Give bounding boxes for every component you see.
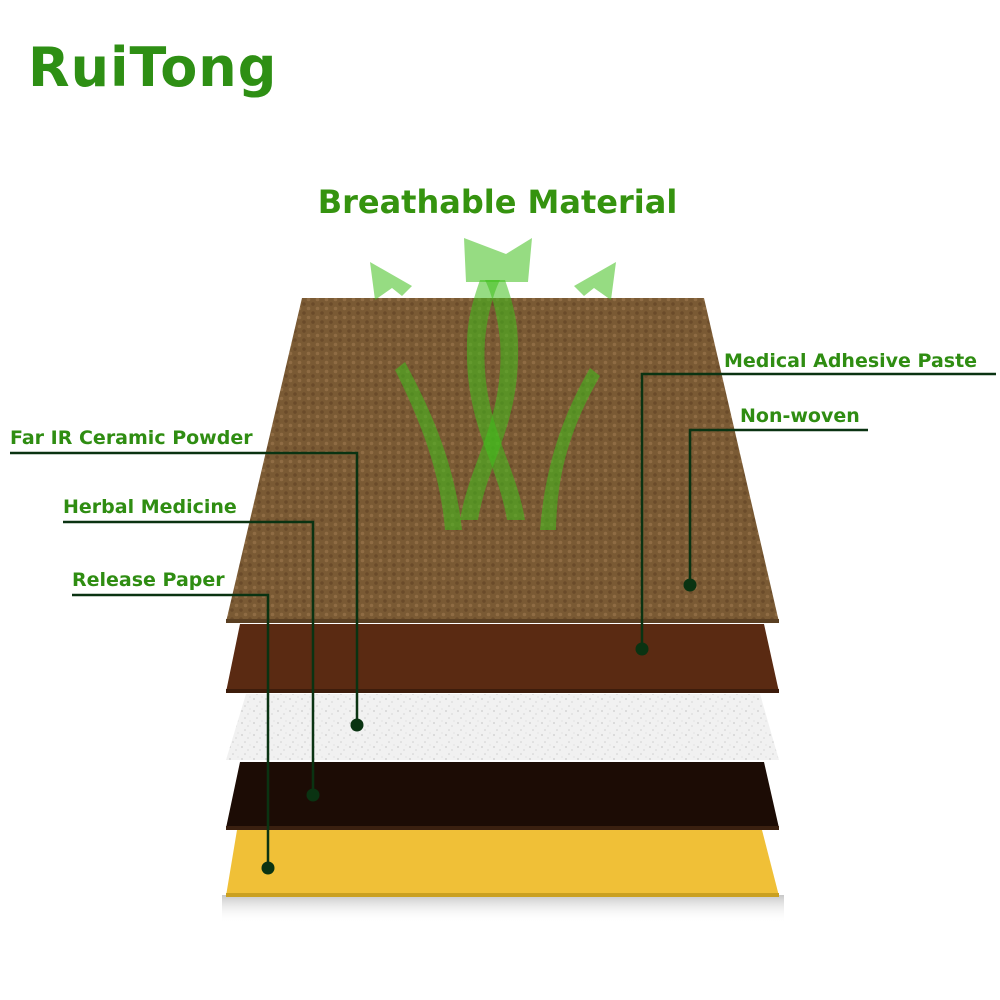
stack-shadow [222,895,784,923]
callout-dot-medical-adhesive-paste [635,642,649,656]
breathable-material-heading: Breathable Material [317,183,678,221]
callout-line-non-woven [688,428,868,585]
label-herbal-medicine: Herbal Medicine [63,496,237,518]
layer-herbal-medicine [226,762,779,828]
callout-line-far-ir-ceramic-powder [10,451,359,725]
callout-line-medical-adhesive-paste [640,372,996,649]
layer-far-ir-ceramic-powder [226,694,779,760]
layer-non-woven-edge [226,619,779,623]
label-far-ir-ceramic-powder: Far IR Ceramic Powder [10,427,253,449]
callout-lines [10,372,996,868]
callout-dot-release-paper [261,861,275,875]
callout-dot-far-ir-ceramic-powder [350,718,364,732]
callout-dot-herbal-medicine [306,788,320,802]
layer-medical-adhesive-paste [226,624,779,692]
layer-release-paper [226,830,779,896]
callout-line-release-paper [72,593,270,868]
layer-herbal-medicine-edge [226,826,779,830]
label-release-paper: Release Paper [72,569,225,591]
brand-logo: RuiTong [28,36,278,99]
label-medical-adhesive-paste: Medical Adhesive Paste [724,350,978,372]
label-non-woven: Non-woven [740,405,860,427]
layer-medical-adhesive-paste-edge [226,689,779,693]
callout-line-herbal-medicine [63,520,315,795]
breathable-arrows-icon [370,238,616,530]
callout-dots [261,578,697,875]
layer-release-paper-edge [226,893,779,897]
callout-dot-non-woven [683,578,697,592]
